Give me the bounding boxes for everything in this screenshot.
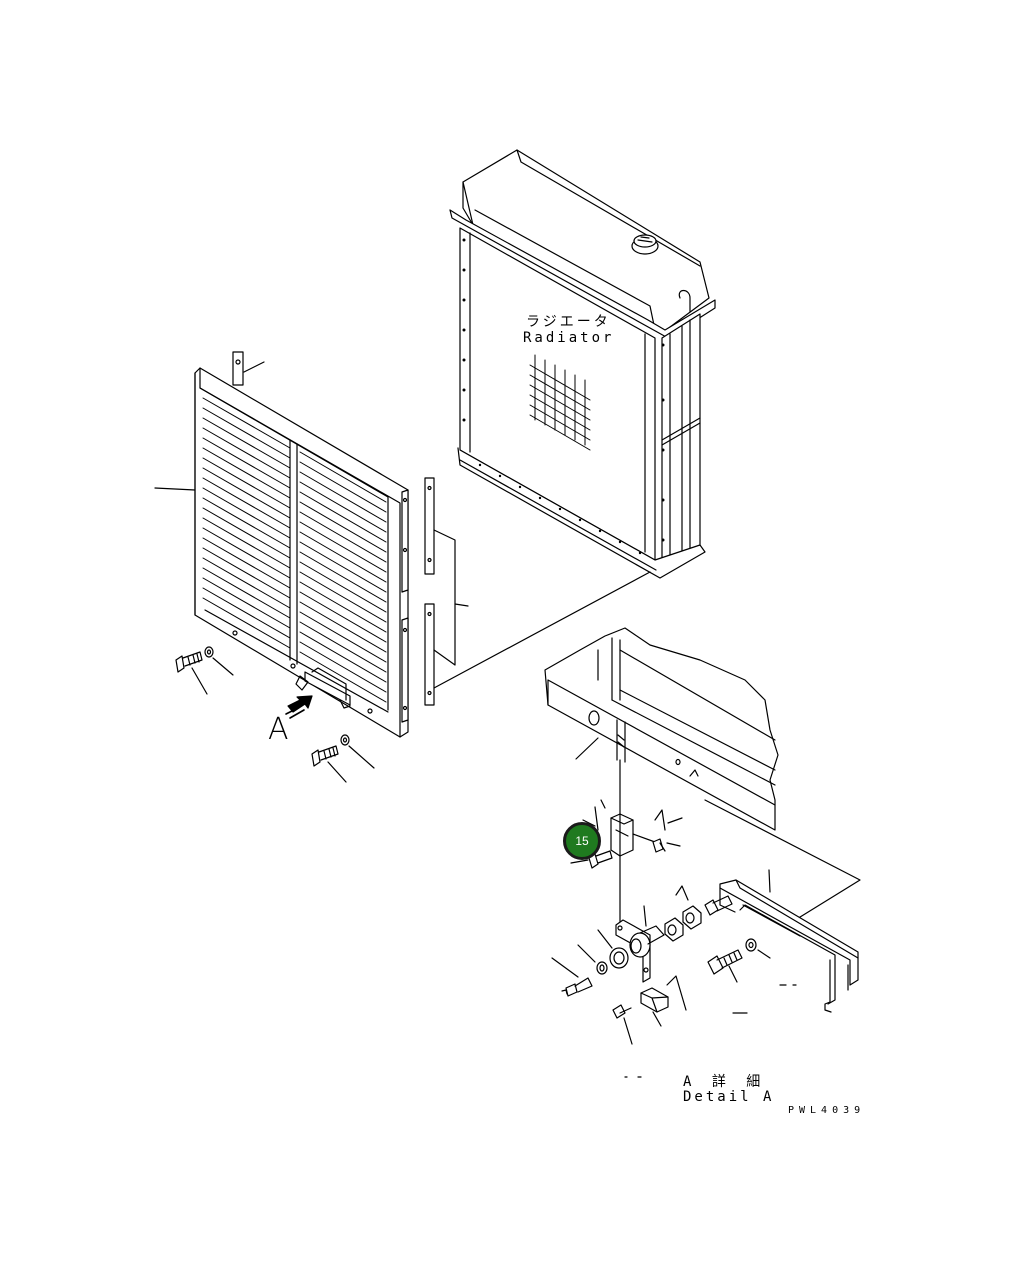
- frame-member: [544, 627, 779, 831]
- bolt-icon: [652, 838, 666, 853]
- bolt-icon: [311, 745, 339, 767]
- clamp-block: [610, 813, 634, 857]
- view-a-arrow-icon: [285, 695, 313, 719]
- support-bracket: [719, 869, 859, 1013]
- latch-assembly: [295, 667, 351, 709]
- detail-a-label-en: Detail A: [683, 1089, 775, 1105]
- washer-icon: [596, 961, 608, 975]
- washer-icon: [340, 734, 350, 746]
- radiator: [449, 149, 716, 579]
- radiator-label-en: Radiator: [523, 330, 615, 346]
- bushing-bracket: [615, 919, 665, 983]
- bolt-icon: [704, 895, 733, 916]
- callout-number: 15: [575, 834, 589, 848]
- seal-strips: [424, 477, 651, 706]
- nut-icon: [664, 917, 684, 942]
- bolt-icon: [612, 1004, 632, 1019]
- bolt-icon: [175, 651, 203, 673]
- part-callout-marker[interactable]: 15: [563, 822, 601, 860]
- detail-a-label-jp: A 詳 細: [683, 1074, 767, 1090]
- washer-icon: [609, 947, 629, 969]
- bolt-icon: [707, 949, 743, 975]
- radiator-fin-grid: [529, 354, 591, 451]
- spacer-block: [640, 987, 669, 1013]
- radiator-label-jp: ラジエータ: [526, 314, 611, 330]
- grille-bolts: [175, 646, 375, 783]
- louver-grille: [154, 351, 409, 738]
- nut-icon: [682, 905, 702, 930]
- washer-icon: [745, 938, 757, 952]
- washer-icon: [204, 646, 214, 658]
- detail-a-assembly: [544, 627, 861, 1078]
- grease-fitting-icon: [561, 977, 593, 997]
- view-a-label: A: [268, 712, 289, 747]
- drawing-number: PWL4039: [788, 1105, 866, 1116]
- filler-cap-icon: [631, 234, 659, 255]
- radiator-bottom-tank: [457, 447, 706, 579]
- louver-slats: [202, 397, 387, 703]
